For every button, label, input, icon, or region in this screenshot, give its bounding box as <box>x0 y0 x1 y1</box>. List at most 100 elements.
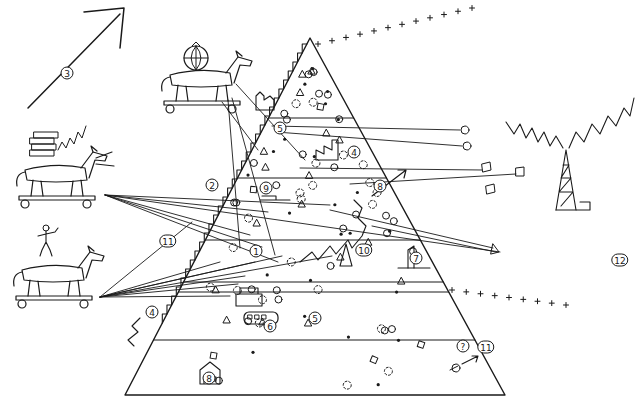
leader-line <box>105 195 500 252</box>
callout-number: 4 <box>146 306 159 319</box>
callout-number: 4 <box>348 146 361 159</box>
cross-mark <box>507 295 512 300</box>
dot-mark <box>395 290 398 293</box>
circle-mark <box>353 211 360 218</box>
leader-line <box>300 168 482 170</box>
dot-mark <box>337 118 340 121</box>
triangle-mark <box>306 172 313 179</box>
arrow-head <box>84 8 124 48</box>
triangle-mark <box>297 89 304 96</box>
dot-mark <box>251 351 254 354</box>
dashed-circle-mark <box>245 214 253 222</box>
staircase <box>162 44 307 323</box>
horse-head <box>78 252 104 278</box>
dot-mark <box>356 191 359 194</box>
callout-number: 8 <box>374 180 387 193</box>
pyramid-band <box>205 239 420 240</box>
dot-mark <box>309 279 312 282</box>
cross-mark <box>428 15 433 20</box>
cross-mark <box>535 299 540 304</box>
triangle-mark <box>323 129 330 136</box>
dashed-circle-mark <box>309 181 317 189</box>
horse-figure <box>17 146 107 208</box>
wheel <box>21 200 29 208</box>
circle-mark <box>299 151 306 158</box>
circle-mark <box>250 159 257 166</box>
dashed-circle-mark <box>368 200 376 208</box>
cross-trail <box>450 288 569 308</box>
circle-mark <box>281 110 288 117</box>
triangle-mark <box>253 219 260 226</box>
dashed-circle-mark <box>343 381 351 389</box>
globe <box>184 42 208 70</box>
broken-step <box>128 318 140 346</box>
dashed-circle-mark <box>233 286 241 294</box>
cross-mark <box>470 6 475 11</box>
circle-mark <box>231 199 238 206</box>
circle-mark <box>383 212 390 219</box>
dot-mark <box>313 155 316 158</box>
leader-lines <box>100 84 516 297</box>
wheel <box>80 300 88 308</box>
dashed-circle-mark <box>312 159 320 167</box>
horse-figure <box>14 246 104 308</box>
circle-mark <box>390 218 397 225</box>
horse-legs <box>176 85 228 101</box>
horse-figure <box>162 51 252 113</box>
callout-number: 12 <box>611 254 628 267</box>
callout-number: 5 <box>309 312 322 325</box>
leader-line <box>100 222 192 297</box>
horse-tail <box>162 77 170 91</box>
cross-mark <box>316 42 321 47</box>
horse-body <box>25 165 87 182</box>
triangle-mark <box>262 163 269 170</box>
circle-mark <box>248 286 255 293</box>
dashed-circle-mark <box>206 283 214 291</box>
circle-mark <box>275 296 282 303</box>
dashed-circle-mark <box>296 189 304 197</box>
cross-mark <box>414 19 419 24</box>
leader-line <box>100 256 332 297</box>
circle-mark <box>384 230 391 237</box>
horse-body <box>170 70 232 87</box>
dot-mark <box>326 90 329 93</box>
leader-line <box>105 195 278 262</box>
circle-mark <box>388 326 395 333</box>
triangle-mark <box>260 147 267 154</box>
cross-mark <box>521 297 526 302</box>
leader-line <box>105 195 268 212</box>
callout-number: 5 <box>274 122 287 135</box>
dot-mark <box>283 138 286 141</box>
dot-mark <box>397 339 400 342</box>
triangle-mark <box>398 277 405 284</box>
circle-mark <box>331 164 338 171</box>
callout-number: 9 <box>260 182 273 195</box>
dot-mark <box>349 232 352 235</box>
leader-line <box>372 226 496 252</box>
stick-figure <box>38 225 58 256</box>
dot-mark <box>272 150 275 153</box>
wheel <box>18 300 26 308</box>
triangle-mark <box>337 253 344 260</box>
cargo-stack <box>30 126 114 166</box>
cross-mark <box>344 35 349 40</box>
leader-line <box>100 296 230 297</box>
triangle-mark <box>212 286 219 293</box>
circle-mark <box>215 377 222 384</box>
horse-ear <box>88 246 94 252</box>
triangle-mark <box>223 316 230 323</box>
end-marks <box>461 126 524 254</box>
dashed-circle-mark <box>359 161 367 169</box>
horse-ear <box>236 51 242 57</box>
dashed-circle-mark <box>258 296 266 304</box>
leader-line <box>105 195 250 235</box>
scatter-marks <box>206 67 424 389</box>
arrow-shaft <box>28 14 120 108</box>
square-mark <box>370 356 378 364</box>
circle-mark <box>316 90 323 97</box>
radio-tower <box>506 98 634 210</box>
leader-line <box>272 126 460 130</box>
cross-mark <box>372 28 377 33</box>
circle-mark <box>340 225 347 232</box>
